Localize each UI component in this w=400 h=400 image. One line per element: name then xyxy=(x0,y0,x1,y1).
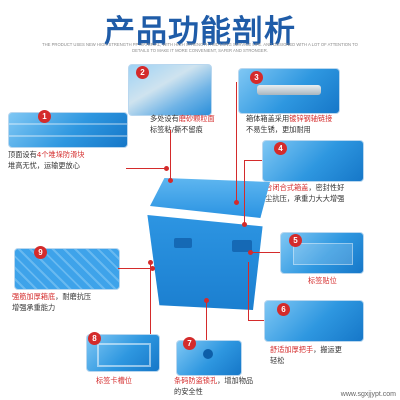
callout-number-8: 8 xyxy=(88,332,101,345)
watermark: www.sgxjjypt.com xyxy=(340,391,396,398)
leader-line-4b xyxy=(244,160,245,224)
leader-dot-1 xyxy=(164,166,169,171)
callout-number-1: 1 xyxy=(38,110,51,123)
leader-dot-2 xyxy=(168,178,173,183)
leader-line-6 xyxy=(248,262,249,320)
leader-dot-3 xyxy=(234,200,239,205)
callout-3-line1: 箱体箱盖采用镀锌钢轴链接 xyxy=(246,114,333,123)
product-crate-lid xyxy=(150,178,270,218)
callout-1-line1: 顶面设有4个堆垛防滑块 xyxy=(8,150,85,159)
callout-number-3: 3 xyxy=(250,71,263,84)
callout-2-line2: 标签粘/撕不留痕 xyxy=(150,125,203,134)
callout-number-5: 5 xyxy=(289,234,302,247)
detail-photo-stacking-blocks xyxy=(8,112,128,148)
callout-6-line1: 舒适加厚把手，搬运更 xyxy=(270,345,342,354)
leader-dot-5 xyxy=(248,250,253,255)
crate-handle-left xyxy=(174,238,192,248)
callout-9-line2: 增强承重能力 xyxy=(12,303,56,312)
callout-6-line2: 轻松 xyxy=(270,356,285,365)
leader-dot-8 xyxy=(148,260,153,265)
leader-dot-7 xyxy=(204,298,209,303)
leader-line-5 xyxy=(250,252,280,253)
leader-line-1 xyxy=(126,168,166,169)
leader-dot-4 xyxy=(242,222,247,227)
leader-line-4 xyxy=(244,160,262,161)
callout-3-line2: 不易生锈，更加耐用 xyxy=(246,125,311,134)
callout-5-line1: 标签贴位 xyxy=(308,276,337,285)
callout-number-6: 6 xyxy=(277,303,290,316)
callout-4-line2: 防尘抗压，承重力大大增强 xyxy=(258,194,345,203)
page-subtitle: THE PRODUCT USES NEW HIGH STRENGTH PP MA… xyxy=(42,42,358,53)
detail-photo-reinforced-bottom xyxy=(14,248,120,290)
product-crate-body xyxy=(147,215,263,310)
leader-line-7 xyxy=(206,300,207,340)
callout-8-line1: 标签卡槽位 xyxy=(96,376,132,385)
callout-number-4: 4 xyxy=(274,142,287,155)
leader-line-9 xyxy=(118,268,152,269)
callout-7-line2: 的安全性 xyxy=(174,387,203,396)
callout-number-2: 2 xyxy=(136,66,149,79)
callout-4-line1: 咬合闭合式箱盖，密封性好 xyxy=(258,183,345,192)
callout-7-line1: 条码防盗锁孔，增加物品 xyxy=(174,376,254,385)
leader-line-6b xyxy=(248,320,264,321)
leader-line-3 xyxy=(236,82,237,202)
callout-1-line2: 堆高无忧，运输更放心 xyxy=(8,161,80,170)
leader-line-2 xyxy=(170,130,171,180)
callout-2-line1: 多处设有磨砂颗粒面 xyxy=(150,114,215,123)
callout-number-9: 9 xyxy=(34,246,47,259)
crate-handle-right xyxy=(232,240,252,252)
leader-dot-9 xyxy=(150,266,155,271)
detail-photo-steel-hinge xyxy=(238,68,340,114)
leader-line-8 xyxy=(150,262,151,334)
callout-9-line1: 强筋加厚箱底，耐磨抗压 xyxy=(12,292,92,301)
page-title: 产品功能剖析 xyxy=(104,14,296,50)
callout-number-7: 7 xyxy=(183,337,196,350)
